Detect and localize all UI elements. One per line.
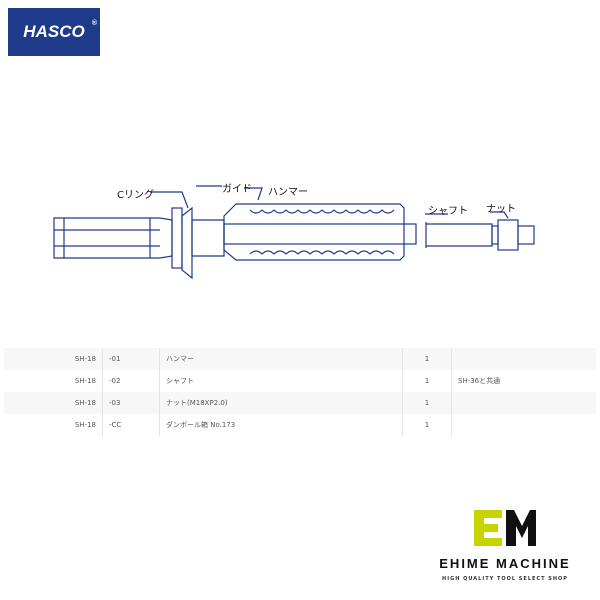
ehime-machine-logo-mark [474,510,536,546]
cell-code: -01 [102,348,160,370]
parts-table: SH-18 -01 ハンマー 1 SH-18 -02 シャフト 1 SH-36と… [4,348,596,436]
cell-note [451,348,596,370]
table-row: SH-18 -CC ダンボール箱 No.173 1 [4,414,596,436]
shaft-inner [223,223,417,245]
cell-qty: 1 [402,392,452,414]
brand-tagline: HIGH QUALITY TOOL SELECT SHOP [442,576,568,582]
cell-model: SH-18 [4,348,103,370]
cell-model: SH-18 [74,377,96,385]
tool-tip [53,217,173,259]
cell-qty: 1 [402,414,452,436]
table-row: SH-18 -02 シャフト 1 SH-36と共通 [4,370,596,392]
cell-name: ナット(M18XP2.0) [159,392,403,414]
cell-model: SH-18 [4,392,103,414]
callout-hammer: ハンマー [268,187,308,198]
c-ring [171,207,183,269]
guide [181,206,193,280]
shaft [426,223,493,247]
table-row: SH-18 -03 ナット(M18XP2.0) 1 [4,392,596,414]
table-row: SH-18 -01 ハンマー 1 [4,348,596,370]
cell-model: SH-18 [74,421,96,429]
hammer [223,203,405,261]
hasco-logo: HASCO ® [8,8,100,56]
cell-note [451,392,596,414]
slide-hammer-diagram [53,185,535,280]
callout-nut: ナット [486,204,516,215]
logo-registered-mark: ® [91,20,97,27]
cell-qty: 1 [402,348,452,370]
cell-name: ハンマー [159,348,403,370]
brand-name: EHIME MACHINE [439,556,571,571]
callout-c-ring: Cリング [117,190,154,201]
logo-text: HASCO [23,22,85,41]
cell-note: SH-36と共通 [451,370,596,392]
cell-note [451,414,596,436]
cell-name: シャフト [159,370,403,392]
cell-code: -03 [102,392,160,414]
callout-shaft: シャフト [428,206,468,217]
cell-name: ダンボール箱 No.173 [159,414,403,436]
cell-qty: 1 [402,370,452,392]
cell-code: -02 [102,370,160,392]
callout-guide: ガイド [222,184,252,195]
nut [497,219,519,251]
cell-code: -CC [102,414,160,436]
